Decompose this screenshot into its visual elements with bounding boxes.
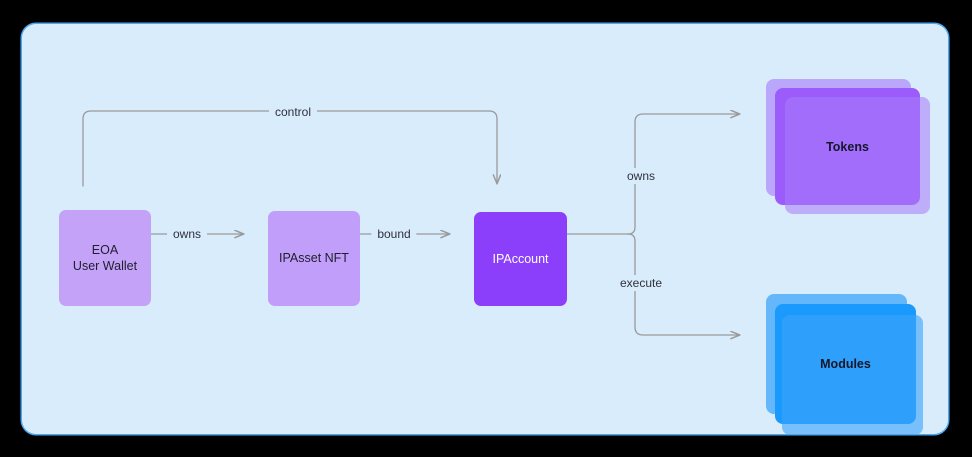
node-modules-stack[interactable]: Modules	[766, 294, 926, 434]
node-eoa[interactable]: EOA User Wallet	[59, 210, 151, 306]
modules-stack-layer-front	[782, 315, 923, 434]
node-ipaccount-label: IPAccount	[492, 251, 549, 266]
node-eoa-label-line1: EOA	[91, 242, 119, 257]
node-tokens-stack[interactable]: Tokens	[766, 79, 931, 216]
node-ipaccount[interactable]: IPAccount	[474, 212, 567, 306]
tokens-stack-layer-front	[785, 97, 930, 214]
edge-label-bound: bound	[371, 226, 417, 242]
edge-label-execute: execute	[613, 275, 669, 291]
node-tokens-label: Tokens	[826, 139, 869, 154]
edge-label-owns-eoa-ipasset: owns	[166, 226, 208, 242]
edge-label-owns-ipaccount-tokens: owns	[620, 168, 662, 184]
node-ipasset-nft[interactable]: IPAsset NFT	[268, 211, 360, 306]
edge-label-control: control	[268, 104, 318, 120]
edge-eoa-ipaccount-control	[82, 110, 497, 187]
diagram-panel: EOA User Wallet IPAsset NFT IPAccount To…	[22, 24, 948, 434]
node-ipasset-nft-label: IPAsset NFT	[279, 251, 349, 266]
node-eoa-label-line2: User Wallet	[72, 259, 138, 273]
node-modules-label: Modules	[820, 357, 871, 371]
